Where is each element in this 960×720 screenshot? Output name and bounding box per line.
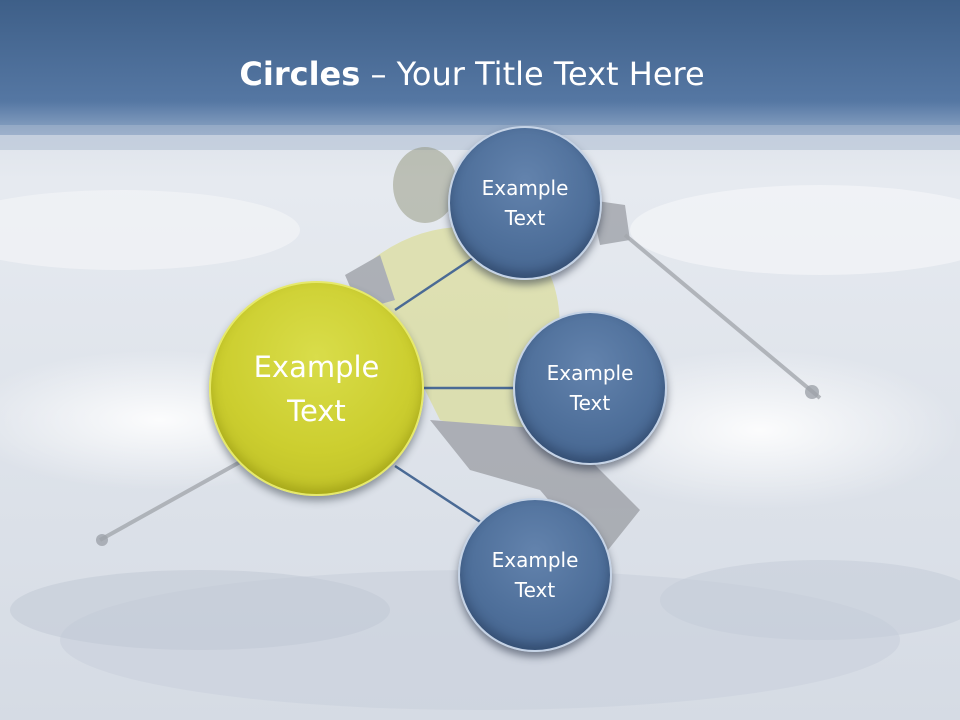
circle-node-label: Example Text <box>491 548 579 602</box>
circle-node-label: Example Text <box>481 176 569 230</box>
circle-node-1[interactable]: Example Text <box>448 126 602 280</box>
title-rest: – Your Title Text Here <box>360 55 705 93</box>
center-circle[interactable]: Example Text <box>209 281 424 496</box>
connector-line-3 <box>394 464 483 525</box>
circle-node-3[interactable]: Example Text <box>458 498 612 652</box>
center-circle-label: Example Text <box>253 349 380 428</box>
circle-node-2[interactable]: Example Text <box>513 311 667 465</box>
circle-node-label: Example Text <box>546 361 634 415</box>
page-title: Circles – Your Title Text Here <box>0 52 944 96</box>
title-bold: Circles <box>239 55 361 93</box>
connector-line-1 <box>394 256 474 312</box>
